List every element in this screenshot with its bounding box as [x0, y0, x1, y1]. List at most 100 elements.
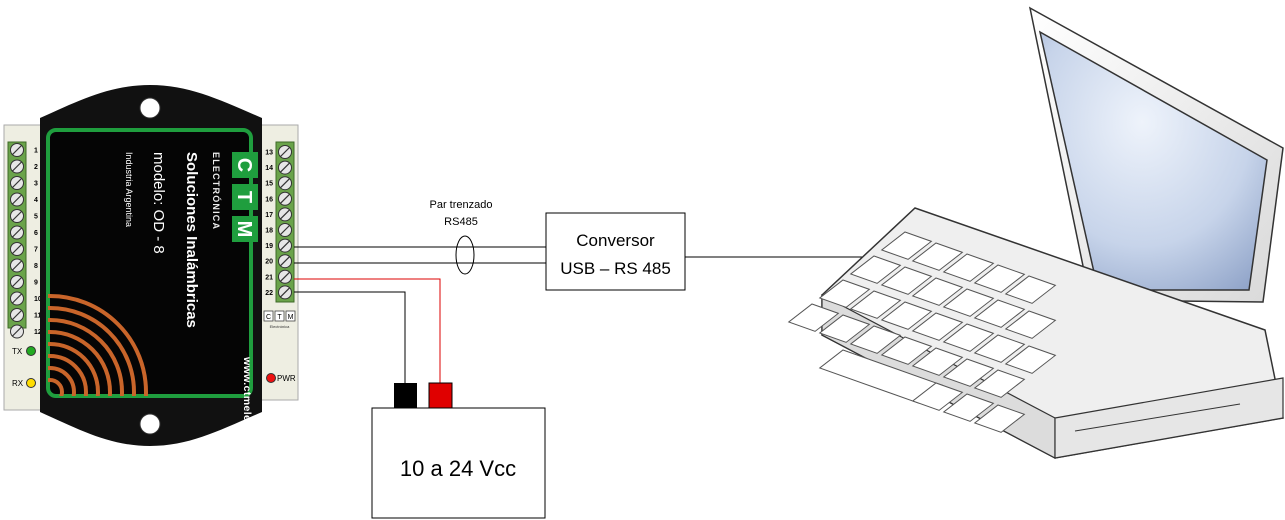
- cable-label-line1: Par trenzado: [430, 199, 493, 211]
- power-wire-positive: [294, 278, 441, 383]
- left-terminal-number-5: 5: [34, 214, 38, 221]
- right-terminal-number-20: 20: [265, 259, 273, 266]
- twisted-pair-marker: [455, 235, 475, 275]
- wiring: [294, 235, 865, 383]
- right-screw-slot-18: [280, 225, 290, 235]
- right-terminal-number-18: 18: [265, 228, 273, 235]
- pwr-led-label: PWR: [277, 374, 296, 383]
- laptop-key: [1004, 310, 1057, 339]
- small-logo-letter-c: C: [266, 314, 271, 321]
- right-screw-slot-14: [280, 162, 290, 173]
- right-screw-slot-16: [280, 193, 290, 204]
- left-screw-slot-6: [12, 227, 22, 238]
- rx-led-icon: [26, 378, 36, 388]
- right-terminal-number-14: 14: [265, 165, 273, 172]
- small-logo-letter-t: T: [277, 314, 282, 321]
- left-terminal-number-10: 10: [34, 296, 42, 303]
- small-logo-subtitle: Electrónica: [270, 324, 291, 329]
- brand-letter-c: C: [233, 158, 255, 172]
- small-logo-box-t: [274, 310, 285, 322]
- model-name: modelo: OD - 8: [150, 152, 167, 254]
- power-supply-box: [371, 407, 546, 519]
- right-screw-slot-22: [280, 287, 290, 298]
- tx-led-icon: [26, 346, 36, 356]
- laptop-key: [973, 334, 1026, 363]
- power-supply: 10 a 24 Vcc: [371, 382, 546, 519]
- pwr-led-icon: [266, 373, 276, 383]
- laptop-key: [1004, 345, 1057, 374]
- left-screw-slot-2: [12, 161, 22, 172]
- small-logo-box-c: [263, 310, 274, 322]
- positive-terminal-icon: [428, 382, 453, 409]
- left-screw-slot-1: [12, 145, 22, 155]
- product-line: Soluciones Inalámbricas: [183, 152, 200, 328]
- power-supply-label: 10 a 24 Vcc: [400, 456, 516, 481]
- laptop-base-side: [1054, 377, 1284, 459]
- left-screw-slot-8: [12, 260, 22, 271]
- negative-terminal-icon: [394, 383, 417, 408]
- left-screw-slot-12: [12, 326, 22, 337]
- left-screw-slot-7: [12, 244, 22, 254]
- right-screw-slot-20: [280, 256, 290, 267]
- left-terminal-number-4: 4: [34, 197, 38, 204]
- website-label: www.ctmelectronica.com.ar: [241, 356, 253, 506]
- laptop-keyboard: [787, 231, 1057, 433]
- right-screw-slot-17: [280, 209, 290, 220]
- laptop-drive-slot: [1074, 403, 1241, 432]
- laptop-key: [849, 325, 902, 354]
- right-terminal-number-17: 17: [265, 212, 273, 219]
- left-screw-slot-3: [12, 178, 22, 188]
- laptop-key: [911, 242, 964, 271]
- brand-subtitle: ELECTRÓNICA: [211, 152, 222, 230]
- power-wire-negative: [294, 291, 406, 383]
- laptop-key: [942, 393, 995, 422]
- laptop-key: [818, 279, 871, 308]
- laptop-key: [818, 314, 871, 343]
- laptop-key: [880, 266, 933, 295]
- right-screw-slot-15: [280, 178, 290, 189]
- laptop-key: [880, 231, 933, 260]
- laptop-key: [880, 336, 933, 365]
- brand-letter-box-m: [232, 216, 258, 242]
- laptop-key: [849, 290, 902, 319]
- right-screw-slot-13: [280, 147, 290, 157]
- laptop-key: [942, 288, 995, 317]
- right-screw-slot-21: [280, 271, 290, 282]
- laptop-key: [880, 301, 933, 330]
- converter-label-line2: USB – RS 485: [560, 259, 671, 278]
- right-terminal-number-21: 21: [265, 274, 273, 281]
- left-terminal-number-9: 9: [34, 280, 38, 287]
- origin-label: Industria Argentina: [124, 152, 134, 227]
- left-screw-slot-5: [12, 211, 22, 221]
- laptop-key: [1004, 275, 1057, 304]
- device-label-panel: [46, 128, 253, 398]
- left-terminal-number-1: 1: [34, 148, 38, 155]
- right-terminal-number-19: 19: [265, 243, 273, 250]
- laptop-key: [973, 299, 1026, 328]
- mounting-hole-top: [139, 97, 161, 119]
- right-terminal-number-16: 16: [265, 196, 273, 203]
- laptop-icon: [787, 6, 1284, 459]
- mounting-hole-bottom: [139, 413, 161, 435]
- left-screw-slot-9: [12, 277, 22, 287]
- left-terminal-number-8: 8: [34, 263, 38, 270]
- tx-led-label: TX: [12, 347, 23, 356]
- laptop-key: [973, 404, 1026, 433]
- brand-letter-box-t: [232, 184, 258, 210]
- left-terminal-number-6: 6: [34, 230, 38, 237]
- laptop-key: [973, 264, 1026, 293]
- left-screw-slot-10: [12, 293, 22, 304]
- radio-waves-graphic: [48, 294, 148, 396]
- laptop-key: [787, 303, 840, 332]
- cable-label-line2: RS485: [444, 216, 478, 228]
- left-terminal-number-3: 3: [34, 181, 38, 188]
- small-logo-box-m: [285, 310, 296, 322]
- usb-rs485-converter: Conversor USB – RS 485: [545, 212, 686, 291]
- brand-letter-t: T: [233, 191, 255, 203]
- laptop-screen: [1038, 30, 1268, 291]
- laptop-key: [911, 382, 964, 411]
- right-terminal-number-15: 15: [265, 181, 273, 188]
- rx-led-label: RX: [12, 379, 24, 388]
- right-screw-slot-19: [280, 240, 290, 251]
- converter-label-line1: Conversor: [576, 231, 655, 250]
